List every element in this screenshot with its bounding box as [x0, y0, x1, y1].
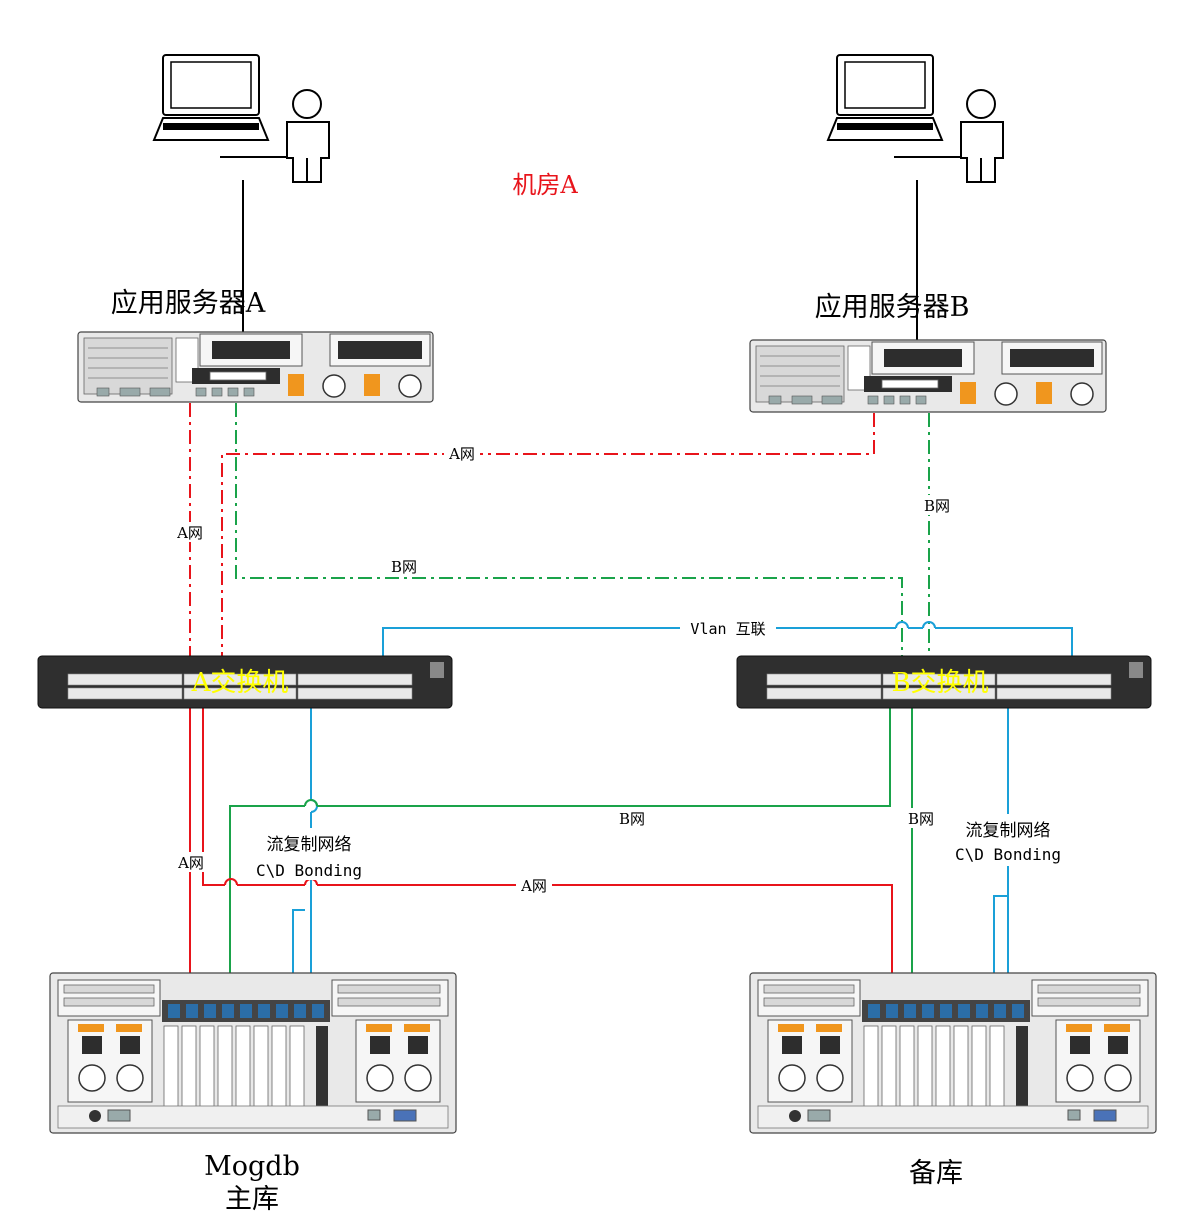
b-net-bottom-right-label: B网 [908, 810, 934, 828]
mogdb-primary-server [49, 972, 457, 1134]
b-net-right-label: B网 [924, 497, 950, 515]
stream-primary-label-2: C\D Bonding [256, 861, 362, 880]
a-net-lower-left-label: A网 [177, 854, 204, 872]
switch-b: B交换机 [736, 655, 1152, 709]
switch-a: A交换机 [37, 655, 453, 709]
user-workstation-b [826, 54, 1004, 183]
laptop-icon [826, 54, 964, 158]
b-net-top-label: B网 [391, 558, 417, 576]
laptop-icon [152, 54, 290, 158]
a-net-bottom-label: A网 [520, 877, 547, 895]
standby-server [749, 972, 1157, 1134]
user-workstation-a [152, 54, 330, 183]
app-server-b-label: 应用服务器B [815, 292, 970, 323]
app-server-a-label: 应用服务器A [111, 288, 266, 319]
switch-b-ports [766, 673, 1112, 700]
mogdb-label-line2: 主库 [225, 1184, 279, 1215]
b-net-bottom-label: B网 [619, 810, 645, 828]
switch-a-label: A交换机 [191, 668, 289, 698]
stream-standby-label-2: C\D Bonding [955, 845, 1061, 864]
app-server-a [77, 331, 434, 403]
stream-standby-label-1: 流复制网络 [966, 821, 1051, 841]
mogdb-label-line1: Mogdb [204, 1151, 300, 1182]
person-icon [286, 89, 330, 183]
room-title: 机房A [512, 171, 578, 199]
switch-b-label: B交换机 [891, 668, 988, 698]
standby-label: 备库 [909, 1158, 963, 1189]
a-net-top-label: A网 [448, 445, 475, 463]
person-icon [960, 89, 1004, 183]
stream-primary-label-1: 流复制网络 [267, 835, 352, 855]
switch-a-ports [67, 673, 413, 700]
b-net-solid-links [229, 690, 913, 1030]
a-net-dashdot-links [189, 403, 875, 668]
a-net-left-label: A网 [176, 524, 203, 542]
vlan-label: Vlan 互联 [690, 620, 765, 638]
app-server-b [749, 339, 1107, 413]
